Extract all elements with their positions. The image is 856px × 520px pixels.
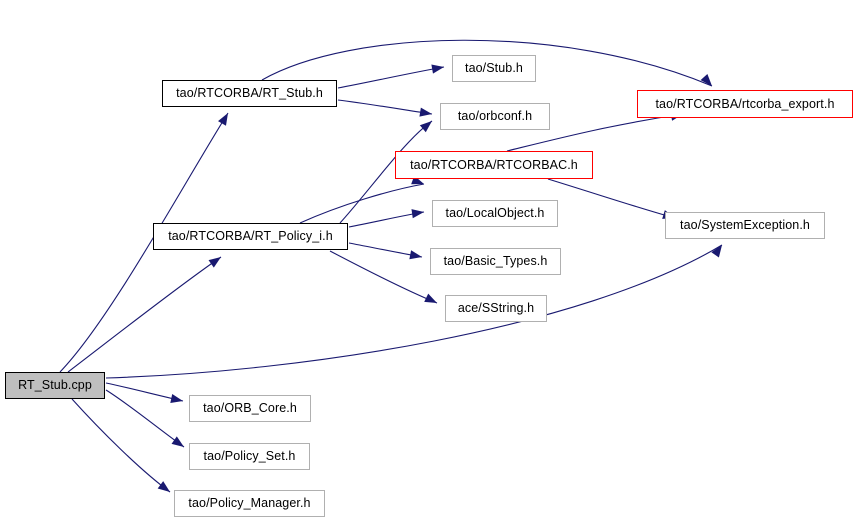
edge-rt_stub_h-to-stub_h [337, 66, 445, 89]
arrowhead [711, 245, 722, 258]
node-label: tao/Policy_Manager.h [188, 496, 311, 511]
node-orb_core_h[interactable]: tao/ORB_Core.h [189, 395, 311, 422]
node-orbconf_h[interactable]: tao/orbconf.h [440, 103, 550, 130]
arrowhead [419, 121, 432, 133]
node-label: tao/ORB_Core.h [203, 401, 297, 416]
node-basic_types_h[interactable]: tao/Basic_Types.h [430, 248, 561, 275]
edge-rt_stub_cpp-to-policy_manager_h [71, 398, 171, 493]
node-policy_set_h[interactable]: tao/Policy_Set.h [189, 443, 310, 470]
arrowhead [157, 481, 170, 492]
arrowhead [170, 394, 183, 404]
arrowhead [171, 436, 184, 447]
edge-rt_stub_h-to-orbconf_h [337, 99, 433, 115]
node-rtcorba_export_h[interactable]: tao/RTCORBA/rtcorba_export.h [637, 90, 853, 118]
edge-rtcorbac_h-to-rtcorba_export_h [506, 113, 684, 152]
node-label: tao/RTCORBA/rtcorba_export.h [655, 96, 835, 111]
node-systemexception_h[interactable]: tao/SystemException.h [665, 212, 825, 239]
node-label: RT_Stub.cpp [18, 378, 92, 393]
node-label: tao/LocalObject.h [445, 206, 545, 221]
edge-rt_stub_cpp-to-systemexception_h [105, 244, 723, 379]
edge-rt_stub_cpp-to-rt_stub_h [59, 112, 229, 373]
edge-rt_policy_i_h-to-sstring_h [329, 250, 438, 304]
node-label: ace/SString.h [457, 301, 535, 316]
arrowhead [700, 74, 712, 86]
node-label: tao/Basic_Types.h [443, 254, 548, 269]
node-label: tao/RTCORBA/RT_Stub.h [176, 86, 323, 101]
arrowhead [218, 113, 228, 126]
node-rt_stub_h[interactable]: tao/RTCORBA/RT_Stub.h [162, 80, 337, 107]
node-label: tao/RTCORBA/RT_Policy_i.h [168, 229, 333, 244]
edge-rt_policy_i_h-to-rtcorbac_h [299, 183, 425, 224]
node-label: tao/RTCORBA/RTCORBAC.h [410, 157, 578, 172]
node-policy_manager_h[interactable]: tao/Policy_Manager.h [174, 490, 325, 517]
arrowhead [431, 64, 444, 74]
node-rt_stub_cpp[interactable]: RT_Stub.cpp [5, 372, 105, 399]
edge-rtcorbac_h-to-systemexception_h [547, 178, 676, 219]
arrowhead [419, 107, 432, 117]
node-sstring_h[interactable]: ace/SString.h [445, 295, 547, 322]
arrowhead [409, 250, 422, 260]
node-label: tao/Stub.h [465, 61, 523, 76]
node-label: tao/orbconf.h [457, 109, 533, 124]
node-label: tao/SystemException.h [680, 218, 810, 233]
arrowhead [424, 293, 437, 303]
arrowhead [411, 209, 424, 219]
edge-rt_stub_cpp-to-rt_policy_i_h [67, 256, 222, 373]
node-rt_policy_i_h[interactable]: tao/RTCORBA/RT_Policy_i.h [153, 223, 348, 250]
arrowhead [208, 257, 221, 268]
edge-rt_stub_h-to-rtcorba_export_h [261, 39, 713, 87]
node-stub_h[interactable]: tao/Stub.h [452, 55, 536, 82]
node-label: tao/Policy_Set.h [203, 449, 296, 464]
node-rtcorbac_h[interactable]: tao/RTCORBA/RTCORBAC.h [395, 151, 593, 179]
node-localobject_h[interactable]: tao/LocalObject.h [432, 200, 558, 227]
